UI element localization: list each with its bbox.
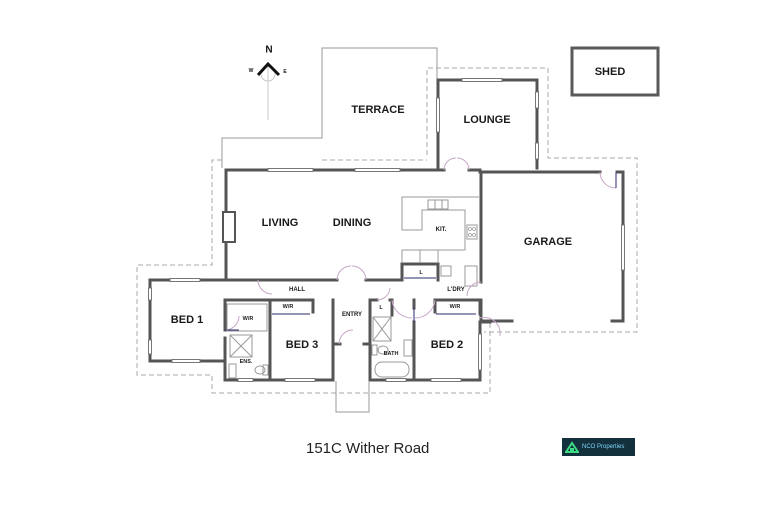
compass-north-label: N [265, 44, 273, 56]
room-label-bath: BATH [383, 351, 399, 357]
room-label-laundry: L'DRY [447, 287, 465, 293]
room-label-bed3: BED 3 [285, 339, 319, 351]
room-label-ensuite: ENS. [239, 359, 253, 365]
cooktop-icon [468, 227, 476, 237]
house-icon [565, 441, 579, 453]
kitchen-benches [401, 196, 479, 287]
site-boundary [136, 67, 638, 394]
fixtures [226, 303, 413, 413]
terrace-outline [221, 47, 438, 168]
compass-icon [256, 61, 281, 120]
compass-west-label: W [248, 68, 254, 74]
room-label-living: LIVING [261, 217, 299, 229]
room-label-bed1: BED 1 [170, 314, 204, 326]
room-label-linen-kitchen: L [419, 270, 423, 276]
room-label-bed2-wardrobe: W/R [449, 304, 461, 310]
room-label-bed1-wardrobe: W/R [242, 316, 254, 322]
room-label-lounge: LOUNGE [463, 114, 511, 126]
compass-east-label: E [283, 69, 287, 75]
room-label-linen-bath: L [379, 305, 383, 311]
room-label-terrace: TERRACE [351, 104, 405, 116]
room-label-hall: HALL [289, 287, 305, 293]
windows [148, 78, 625, 382]
logo-text: NCO Properties [582, 444, 625, 450]
room-label-dining: DINING [332, 217, 372, 229]
room-label-shed: SHED [594, 66, 626, 78]
room-label-garage: GARAGE [523, 236, 573, 248]
room-label-bed2: BED 2 [430, 339, 464, 351]
room-label-entry: ENTRY [341, 312, 363, 318]
room-label-bed3-wardrobe: W/R [282, 304, 294, 310]
address-title: 151C Wither Road [306, 440, 430, 457]
nco-properties-logo: NCO Properties [562, 438, 635, 456]
shed-outline [570, 46, 660, 97]
room-label-kitchen: KIT. [435, 227, 447, 233]
